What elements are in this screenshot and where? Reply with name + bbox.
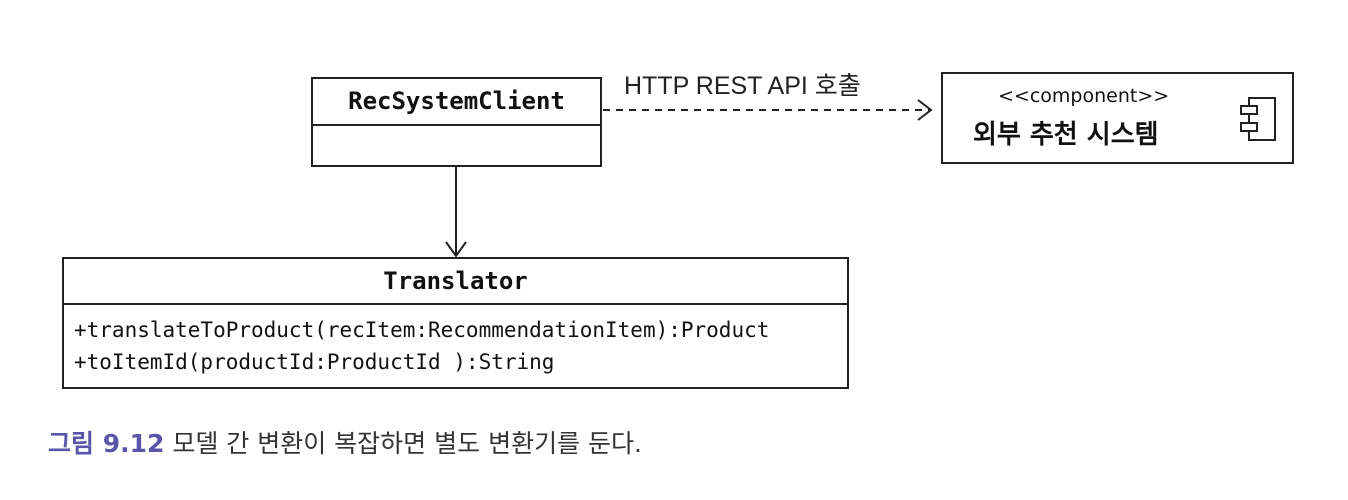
operation-translate-to-product: +translateToProduct(recItem:Recommendati… — [74, 318, 770, 342]
external-recommendation-component: <<component>> 외부 추천 시스템 — [941, 72, 1294, 164]
figure-caption-text: 모델 간 변환이 복잡하면 별도 변환기를 둔다. — [172, 429, 642, 458]
translator-class-name: Translator — [64, 259, 847, 305]
operation-to-item-id: +toItemId(productId:ProductId ):String — [74, 350, 555, 374]
translator-class: Translator +translateToProduct(recItem:R… — [62, 257, 849, 389]
component-stereotype: <<component>> — [998, 85, 1170, 107]
http-call-arrowhead — [917, 99, 933, 121]
figure-number: 그림 9.12 — [48, 429, 165, 458]
rec-system-client-class: RecSystemClient — [311, 77, 602, 167]
component-name: 외부 추천 시스템 — [973, 120, 1159, 150]
figure-caption: 그림 9.12 모델 간 변환이 복잡하면 별도 변환기를 둔다. — [48, 424, 642, 460]
http-call-label: HTTP REST API 호출 — [624, 72, 861, 100]
rec-system-client-class-name: RecSystemClient — [313, 79, 600, 126]
component-icon — [1240, 97, 1276, 141]
association-arrowhead — [445, 241, 467, 258]
translator-operations: +translateToProduct(recItem:Recommendati… — [64, 305, 847, 378]
